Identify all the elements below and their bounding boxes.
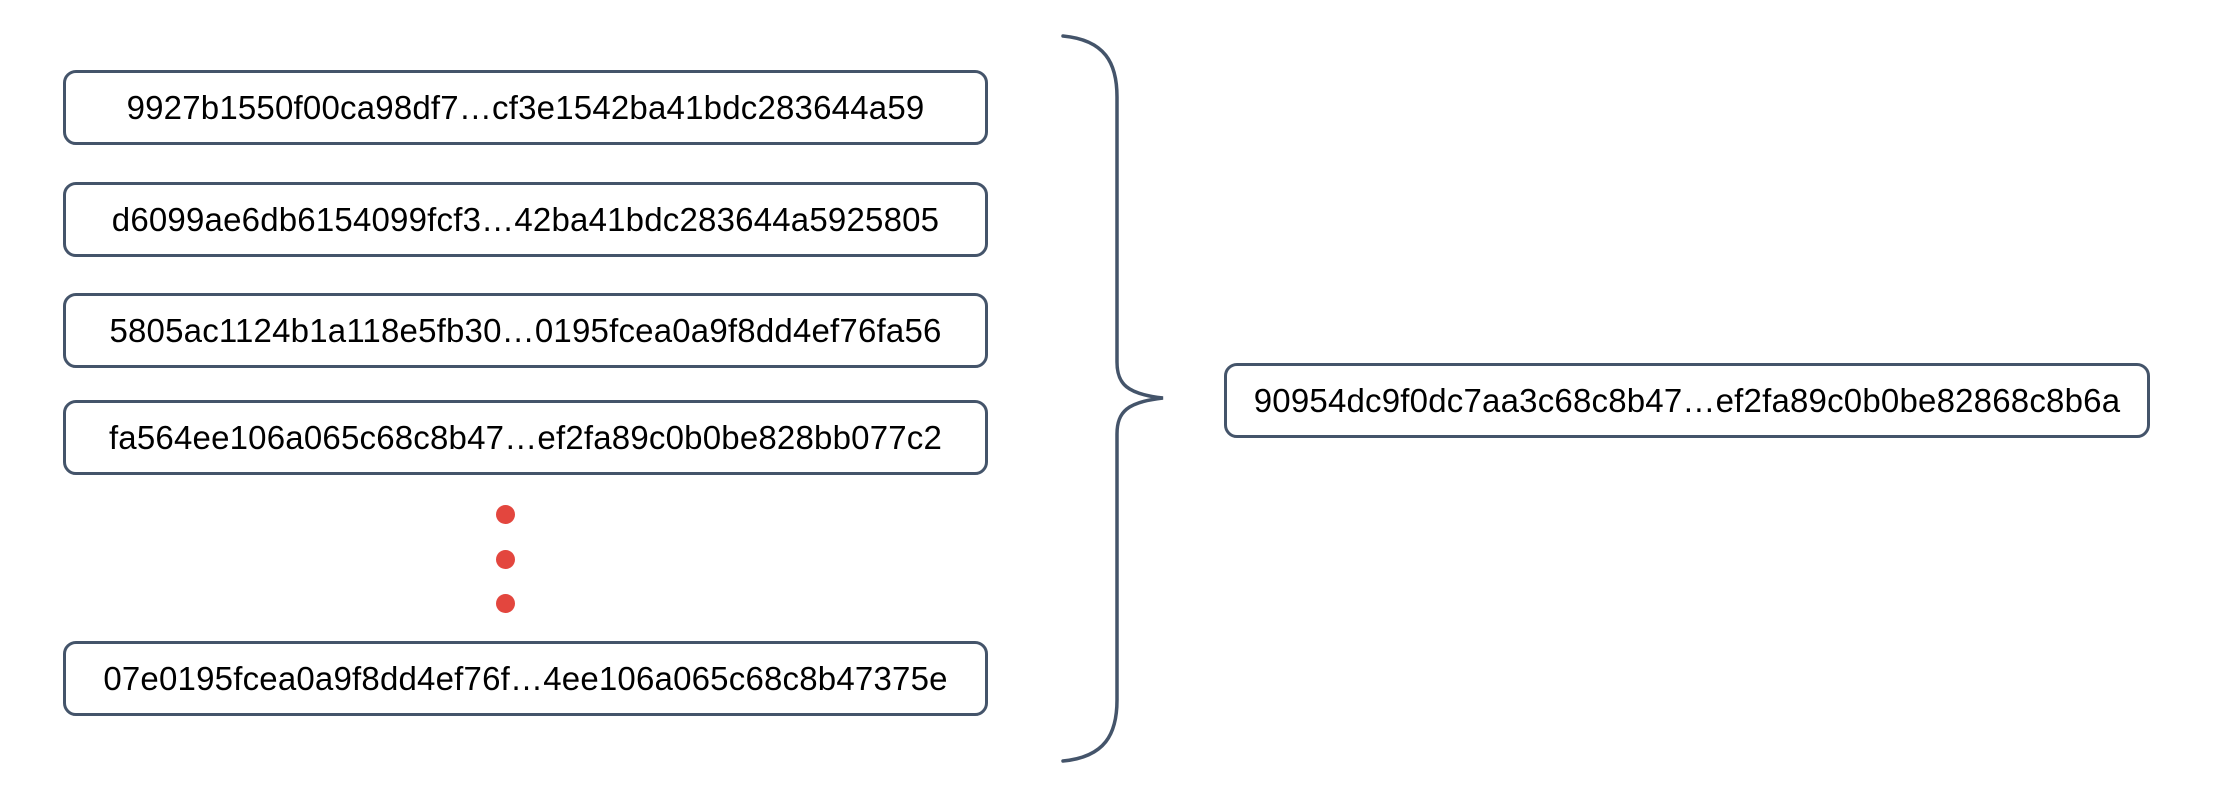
input-hash-text-last: 07e0195fcea0a9f8dd4ef76f…4ee106a065c68c8… — [103, 659, 948, 697]
input-hash-box-3: 5805ac1124b1a118e5fb30…0195fcea0a9f8dd4e… — [63, 293, 988, 368]
input-hash-box-1: 9927b1550f00ca98df7…cf3e1542ba41bdc28364… — [63, 70, 988, 145]
input-hash-box-last: 07e0195fcea0a9f8dd4ef76f…4ee106a065c68c8… — [63, 641, 988, 716]
vertical-ellipsis-dot-2 — [496, 550, 515, 569]
input-hash-text-3: 5805ac1124b1a118e5fb30…0195fcea0a9f8dd4e… — [109, 311, 942, 349]
input-hash-text-1: 9927b1550f00ca98df7…cf3e1542ba41bdc28364… — [126, 88, 925, 126]
input-hash-box-4: fa564ee106a065c68c8b47…ef2fa89c0b0be828b… — [63, 400, 988, 475]
input-hash-box-2: d6099ae6db6154099fcf3…42ba41bdc283644a59… — [63, 182, 988, 257]
result-hash-box: 90954dc9f0dc7aa3c68c8b47…ef2fa89c0b0be82… — [1224, 363, 2150, 438]
vertical-ellipsis-dot-1 — [496, 505, 515, 524]
input-hash-text-2: d6099ae6db6154099fcf3…42ba41bdc283644a59… — [111, 200, 940, 238]
input-hash-text-4: fa564ee106a065c68c8b47…ef2fa89c0b0be828b… — [108, 418, 943, 456]
right-curly-brace-icon — [1061, 34, 1164, 763]
vertical-ellipsis-dot-3 — [496, 594, 515, 613]
result-hash-text: 90954dc9f0dc7aa3c68c8b47…ef2fa89c0b0be82… — [1253, 381, 2121, 419]
